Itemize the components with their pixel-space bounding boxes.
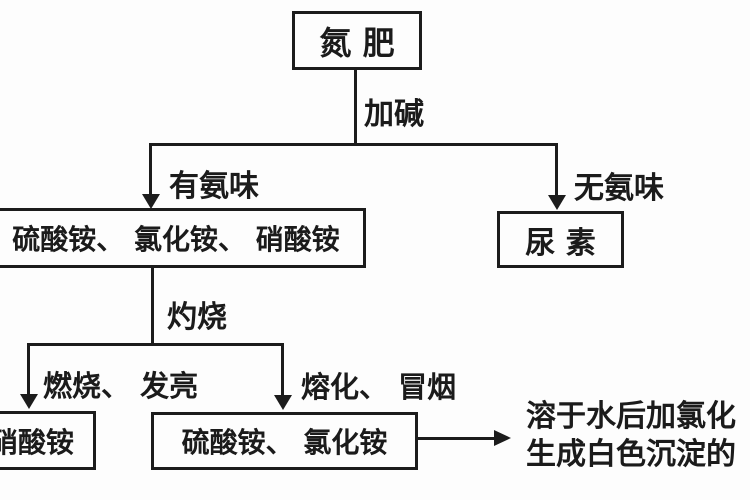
arrow-down-to-urea	[548, 195, 566, 210]
connector-branch-horizontal	[149, 143, 558, 146]
label-add-alkali: 加碱	[364, 97, 424, 132]
arrow-down-to-ammonium-nitrate	[20, 394, 38, 409]
result-text-line1: 溶于水后加氯化	[526, 399, 736, 434]
result-text: 溶于水后加氯化 生成白色沉淀的	[526, 398, 736, 474]
label-melts-smokes: 熔化、 冒烟	[301, 370, 457, 404]
arrow-down-to-sulfate-chloride	[274, 395, 292, 410]
label-has-ammonia-smell: 有氨味	[169, 169, 259, 204]
box-ammonium-nitrate: 硝酸铵	[0, 411, 96, 470]
connector-subleft-vertical	[27, 343, 30, 395]
box-sulfate-chloride: 硫酸铵、 氯化铵	[151, 412, 418, 470]
result-text-line2: 生成白色沉淀的	[526, 437, 736, 472]
connector-right-vertical	[555, 143, 558, 196]
label-calcine: 灼烧	[167, 300, 227, 335]
box-nitrogen-fertilizer: 氮 肥	[292, 11, 422, 70]
connector-result-horizontal	[418, 437, 496, 440]
connector-calcine-vertical	[151, 268, 154, 346]
box-ammonium-salts: 硫酸铵、 氯化铵、 硝酸铵	[0, 208, 366, 268]
arrow-right-to-result	[494, 430, 511, 446]
connector-left-vertical	[149, 143, 152, 196]
label-burns-brightly: 燃烧、 发亮	[43, 369, 199, 403]
connector-subbranch-horizontal	[27, 343, 284, 346]
connector-top-vertical	[354, 70, 357, 145]
box-urea: 尿 素	[497, 211, 624, 268]
arrow-down-to-ammonium-salts	[142, 194, 160, 209]
label-no-ammonia-smell: 无氨味	[574, 171, 664, 206]
connector-subright-vertical	[281, 343, 284, 395]
